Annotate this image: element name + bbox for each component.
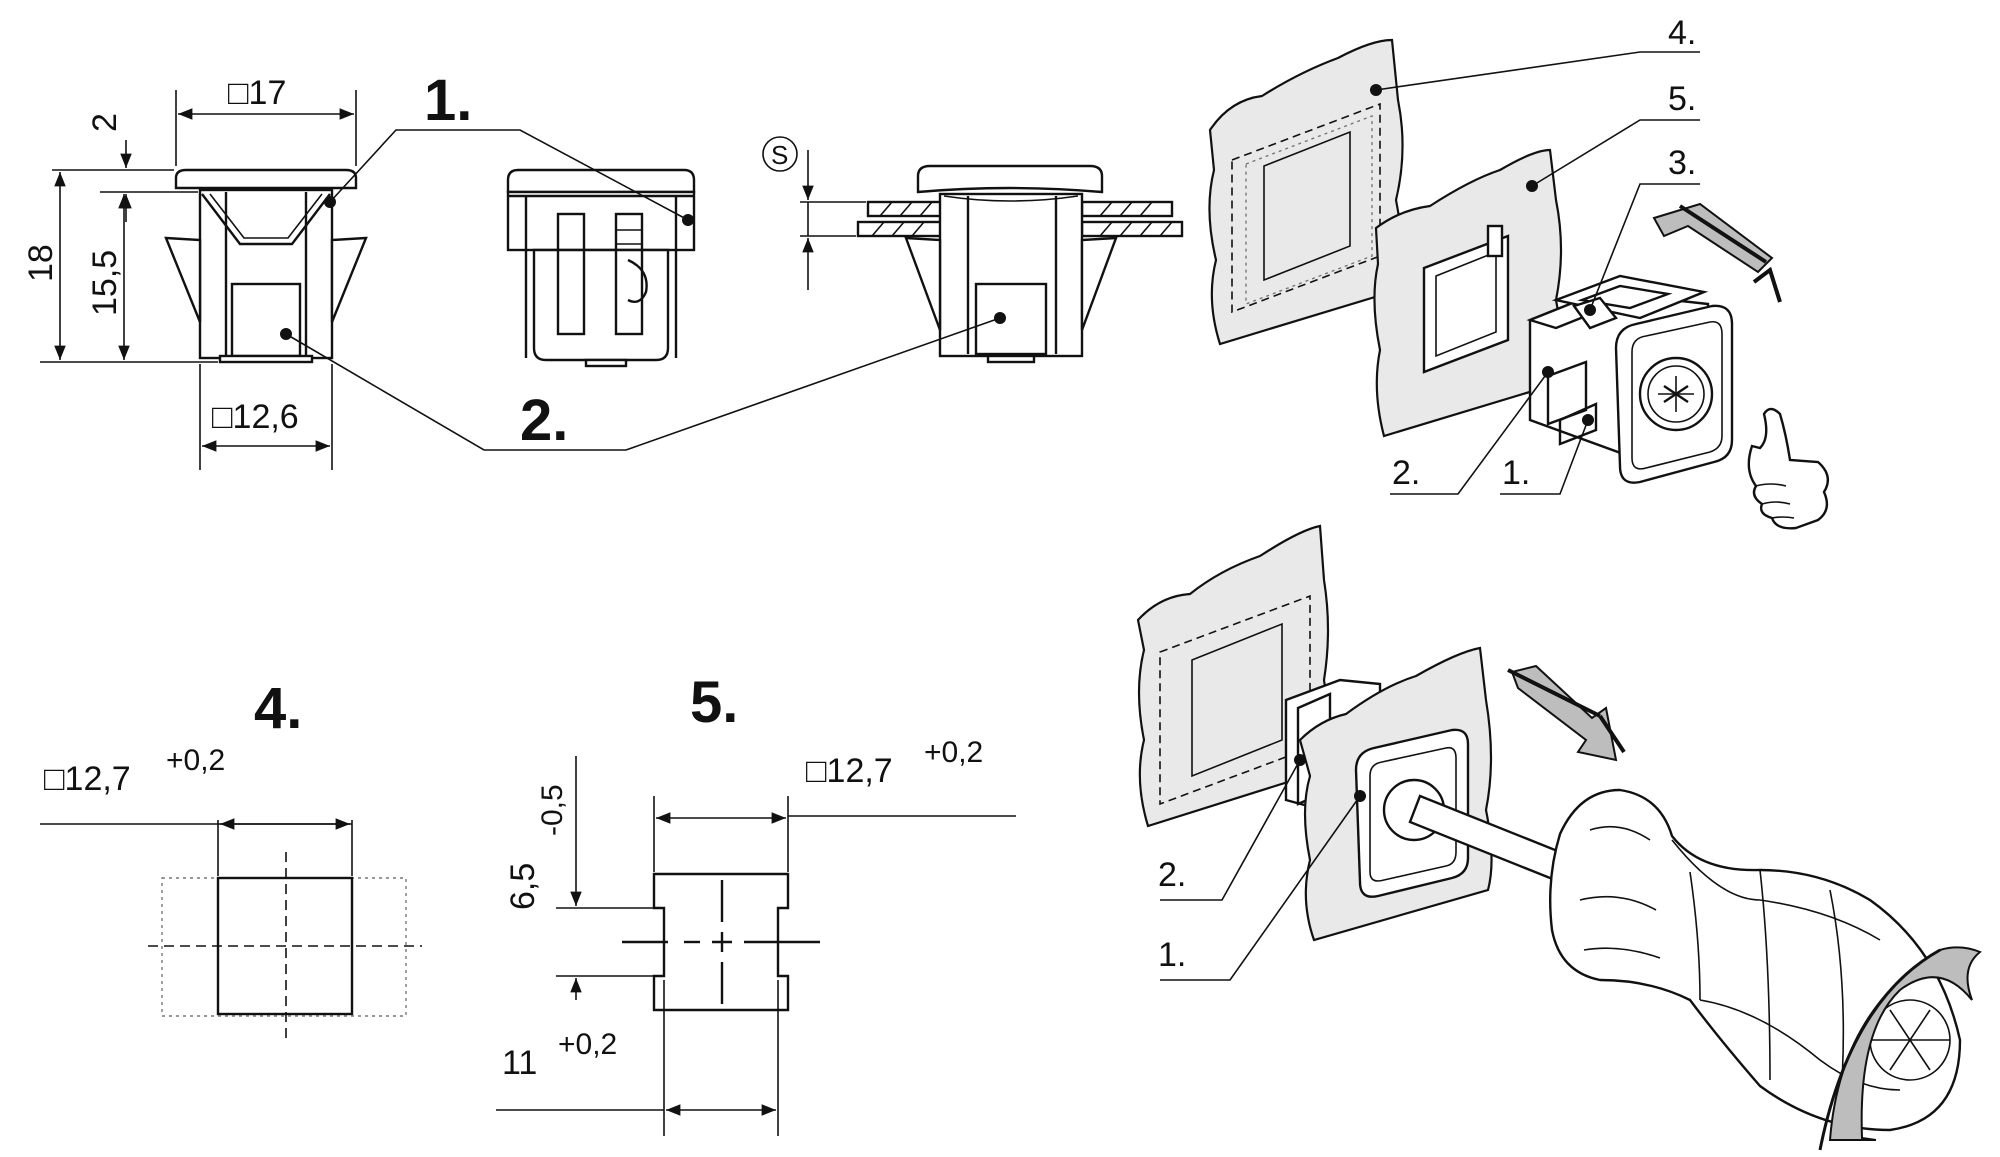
pull-arrow-icon xyxy=(1507,664,1626,762)
front-view-part xyxy=(506,168,696,368)
cutout-5-title: 5. xyxy=(690,670,738,735)
cutout-5-notch-tolerance: -0,5 xyxy=(536,784,569,836)
assembly-top-label-4: 4. xyxy=(1668,14,1696,52)
dimension-panel-thickness: S xyxy=(762,136,866,290)
assembly-top-label-1: 1. xyxy=(1502,454,1530,492)
thumbs-up-icon xyxy=(1747,407,1830,530)
cutout-5-bottom-width: 11 xyxy=(502,1044,537,1082)
cutout-4-drawing xyxy=(40,818,422,1040)
cutout-5-size: □12,7 xyxy=(806,752,893,790)
cutout-5-bottom-tolerance: +0,2 xyxy=(558,1028,617,1061)
callout-part-1: 1. xyxy=(424,68,472,133)
dimension-body-height: 15,5 xyxy=(86,194,130,360)
assembly-top xyxy=(1208,38,1734,484)
side-view-part xyxy=(164,168,368,364)
dimension-panel-thickness-label: S xyxy=(771,140,788,170)
cutout-5-notch-height: 6,5 xyxy=(504,863,542,910)
assembly-top-callout-lines xyxy=(1370,51,1700,495)
callout-lines-top-left xyxy=(280,129,1006,451)
cutout-4-size: □12,7 xyxy=(44,760,131,798)
dimension-width-bottom-label: □12,6 xyxy=(212,398,299,436)
assembly-bottom-label-1: 1. xyxy=(1158,936,1186,974)
assembly-bottom-callout-lines xyxy=(1160,754,1366,981)
cutout-5-drawing xyxy=(496,756,1016,1136)
cutout-4-title: 4. xyxy=(254,676,302,741)
assembly-bottom xyxy=(1136,524,1962,1132)
callout-part-2: 2. xyxy=(520,388,568,453)
dimension-width-top-label: □17 xyxy=(228,74,286,112)
assembly-top-label-3: 3. xyxy=(1668,144,1696,182)
cutout-5-size-tolerance: +0,2 xyxy=(924,736,983,769)
dimension-total-height-label: 18 xyxy=(22,244,60,282)
rotate-arrow-icon xyxy=(1818,946,1982,1151)
assembly-bottom-label-2: 2. xyxy=(1158,856,1186,894)
dimension-top-thickness-label: 2 xyxy=(86,113,124,132)
dimension-width-bottom: □12,6 xyxy=(199,364,333,470)
assembly-top-label-5: 5. xyxy=(1668,80,1696,118)
push-arrow-icon xyxy=(1652,202,1782,303)
dimension-width-top: □17 xyxy=(175,74,357,166)
assembly-top-label-2: 2. xyxy=(1392,454,1420,492)
cutout-4-tolerance: +0,2 xyxy=(166,744,225,777)
section-view-installed xyxy=(856,164,1184,364)
dimension-body-height-label: 15,5 xyxy=(86,250,124,316)
dimension-total-height: 18 xyxy=(22,172,218,363)
